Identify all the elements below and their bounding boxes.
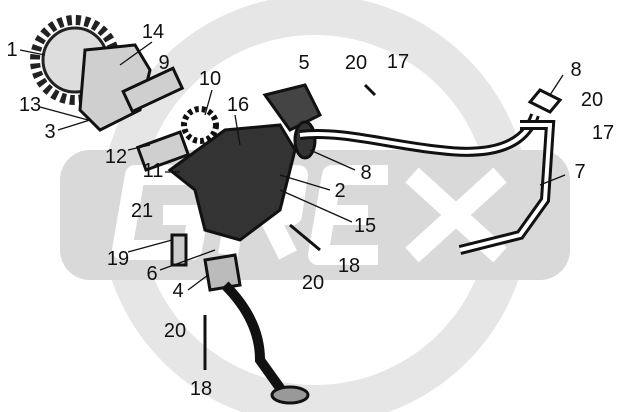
callout-13: 13 [18,94,42,116]
callout-6: 6 [146,263,158,285]
callout-11: 11 [142,160,164,182]
callout-20: 20 [163,320,187,342]
callout-18: 18 [337,255,361,277]
callout-8: 8 [360,162,372,184]
callout-3: 3 [44,121,56,143]
leader-lines [19,41,566,291]
callout-14: 14 [141,21,165,43]
callout-9: 9 [158,52,170,74]
callout-17: 17 [591,122,615,144]
callout-12: 12 [104,146,128,168]
callout-20: 20 [580,89,604,111]
callout-19: 19 [106,248,130,270]
callout-1: 1 [6,39,18,61]
callout-17: 17 [386,51,410,73]
callout-10: 10 [198,68,222,90]
callout-5: 5 [298,52,310,74]
callout-21: 21 [130,200,154,222]
callout-20: 20 [344,52,368,74]
callout-8: 8 [570,59,582,81]
callout-7: 7 [574,161,586,183]
callout-2: 2 [334,180,346,202]
pump-parts [78,43,563,405]
callout-18: 18 [189,378,213,400]
callout-20: 20 [301,272,325,294]
callout-4: 4 [172,280,184,302]
callout-16: 16 [226,94,250,116]
callout-15: 15 [353,215,377,237]
